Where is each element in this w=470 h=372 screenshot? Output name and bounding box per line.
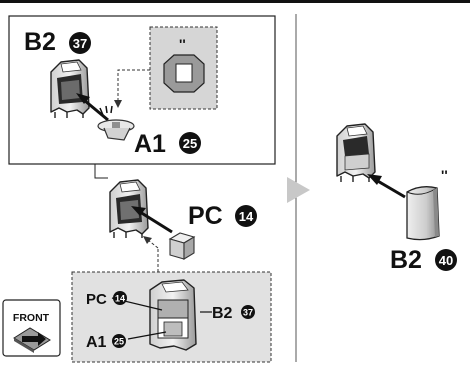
callout-b2-badge: 37 <box>241 305 255 319</box>
callout-a1-code: A1 <box>86 334 107 351</box>
callout-pc-code: PC <box>86 291 107 308</box>
cube-pc-part <box>170 233 194 259</box>
label-b2-40-code: B2 <box>390 246 422 274</box>
tick-marks-a1 <box>100 106 112 115</box>
label-pc-code: PC <box>188 202 223 230</box>
bracket-cutaway-view <box>150 280 196 350</box>
front-badge-label: FRONT <box>13 312 50 324</box>
inset-mark: '' <box>179 36 186 52</box>
label-a1-code: A1 <box>134 130 166 158</box>
front-orientation-badge: FRONT <box>3 300 60 356</box>
svg-text:25: 25 <box>114 337 124 347</box>
label-b2-code: B2 <box>24 28 56 56</box>
svg-text:25: 25 <box>183 136 197 151</box>
number-badge-a1: 25 <box>179 132 201 154</box>
octagon-peg-topview <box>164 55 204 92</box>
cylinder-b2-part <box>407 187 439 240</box>
number-badge-pc: 14 <box>235 205 257 227</box>
bracket-assembly-right <box>337 124 375 182</box>
svg-text:37: 37 <box>243 308 253 318</box>
peg-a1-part <box>98 120 134 140</box>
number-badge-b2-40: 40 <box>435 249 457 271</box>
step-connector <box>95 164 108 178</box>
top-border <box>0 0 470 3</box>
callout-b2-code: B2 <box>212 305 233 322</box>
svg-text:40: 40 <box>439 253 453 268</box>
svg-text:14: 14 <box>115 294 125 304</box>
callout-a1-badge: 25 <box>112 334 126 348</box>
bracket-b2-part <box>51 60 89 118</box>
insert-arrow-b2-40 <box>367 174 405 197</box>
svg-text:14: 14 <box>239 209 254 224</box>
inset-leader-arrowhead <box>114 100 122 108</box>
detail-leader-arrowhead <box>143 236 152 244</box>
inset-leader <box>118 70 150 104</box>
svg-text:37: 37 <box>73 36 87 51</box>
callout-pc-badge: 14 <box>113 291 127 305</box>
number-badge-b2: 37 <box>69 32 91 54</box>
right-mark: '' <box>441 167 448 183</box>
next-step-arrow-icon <box>287 177 310 203</box>
